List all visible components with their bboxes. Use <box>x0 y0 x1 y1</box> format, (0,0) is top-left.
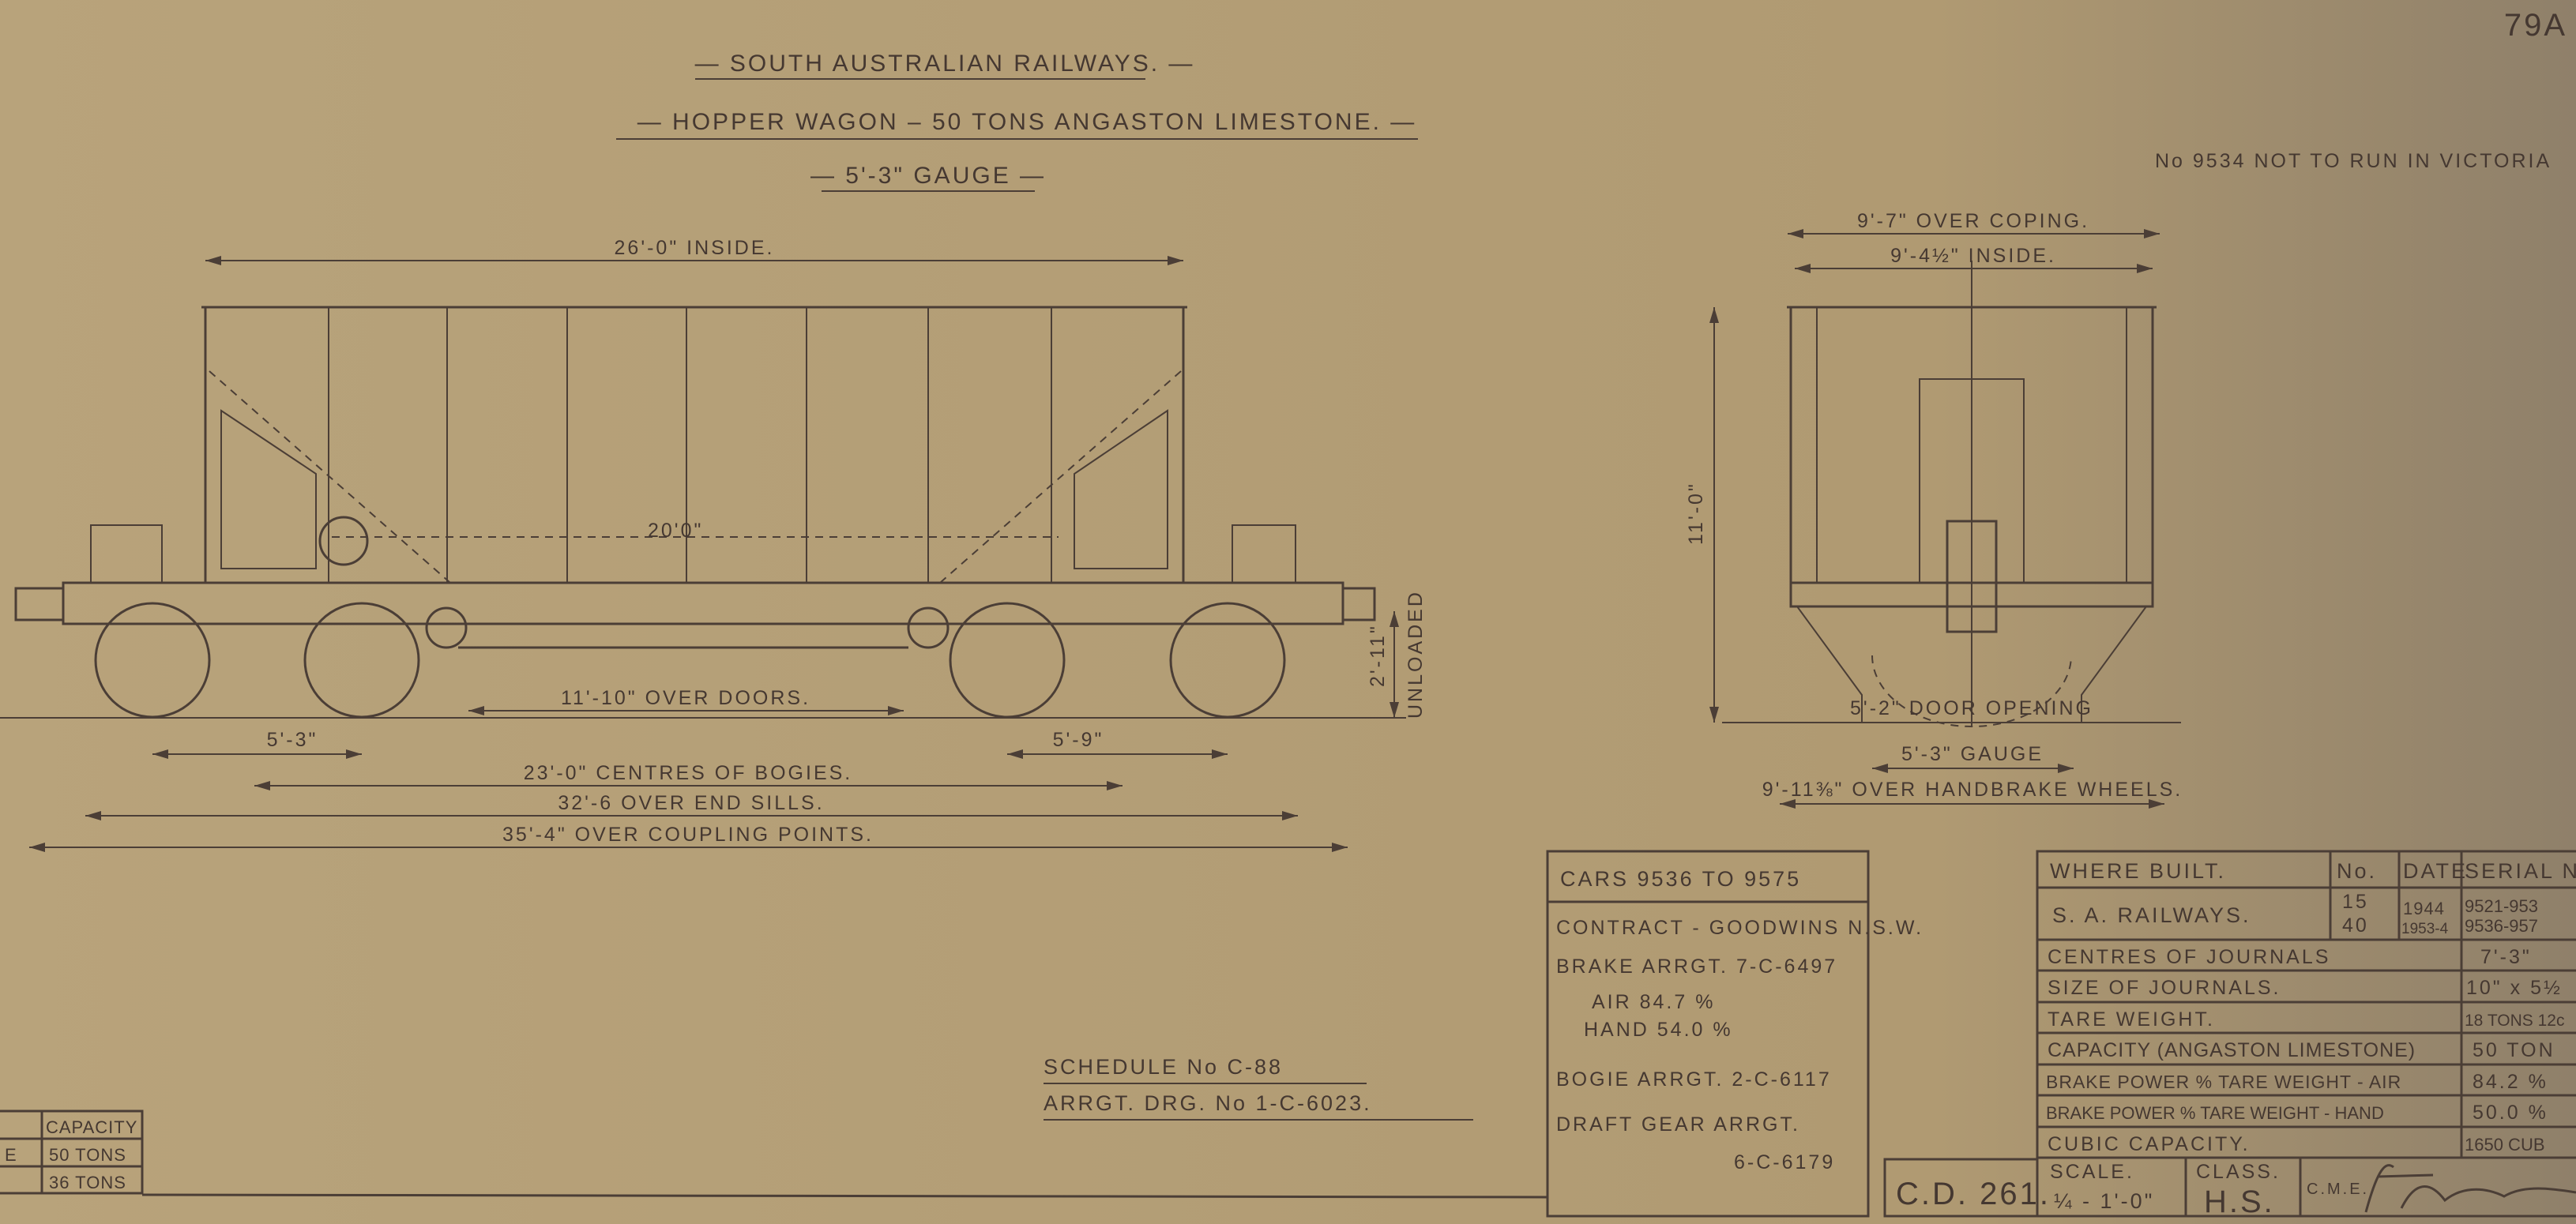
brake-air: AIR 84.7 % <box>1592 991 1715 1013</box>
spec-label: CAPACITY (ANGASTON LIMESTONE) <box>2048 1039 2416 1061</box>
schedule-reference: SCHEDULE No C-88 ARRGT. DRG. No 1-C-6023… <box>1044 1055 1473 1121</box>
capacity-table: CAPACITY E 50 TONS 36 TONS <box>0 1109 1548 1199</box>
coupler-height-note: UNLOADED <box>1405 590 1427 719</box>
built-where: S. A. RAILWAYS. <box>2052 903 2251 927</box>
built-number: 40 <box>2342 914 2369 937</box>
dim-door-length: 11'-10" OVER DOORS. <box>561 687 810 709</box>
spec-value: 84.2 % <box>2473 1071 2548 1093</box>
capacity-value: 36 TONS <box>49 1173 126 1192</box>
spec-label: BRAKE POWER % TARE WEIGHT - AIR <box>2046 1072 2401 1092</box>
coupler-left <box>14 587 65 621</box>
spec-value: 7'-3" <box>2480 946 2532 968</box>
dim-coupler-height: 2'-11" <box>1367 624 1389 687</box>
spec-label: BRAKE POWER % TARE WEIGHT - HAND <box>2046 1103 2384 1123</box>
built-serial: 9521-953 <box>2465 896 2538 916</box>
hopper-end-left <box>220 409 317 569</box>
built-serial: 9536-957 <box>2465 916 2538 936</box>
sheet-number: 79A <box>2504 8 2567 43</box>
schedule-number: SCHEDULE No C-88 <box>1044 1055 1283 1079</box>
dim-over-coping: 9'-7" OVER COPING. <box>1857 210 2089 232</box>
wagon-title: — HOPPER WAGON – 50 TONS ANGASTON LIMEST… <box>637 109 1417 135</box>
dim-end-gauge: 5'-3" GAUGE <box>1901 743 2044 765</box>
cme-label: C.M.E. <box>2307 1181 2369 1198</box>
brake-arrangement: BRAKE ARRGT. 7-C-6497 <box>1556 956 1837 978</box>
title-block: C.D. 261. WHERE BUILT. No. DATE SERIAL N… <box>1883 850 2576 1219</box>
dim-coupling-points: 35'-4" OVER COUPLING POINTS. <box>502 824 874 846</box>
dim-door-opening: 5'-2" DOOR OPENING <box>1850 697 2093 719</box>
end-elevation: 9'-7" OVER COPING. 9'-4½" INSIDE. 11'-0"… <box>1685 210 2183 809</box>
restriction-note: No 9534 NOT TO RUN IN VICTORIA <box>2155 150 2552 172</box>
draft-gear-arrangement: DRAFT GEAR ARRGT. <box>1556 1113 1800 1136</box>
header-where-built: WHERE BUILT. <box>2050 859 2226 883</box>
dim-inside-width: 9'-4½" INSIDE. <box>1890 245 2056 267</box>
class-label: CLASS. <box>2196 1161 2281 1183</box>
side-elevation: 20'0" 26'-0" INSIDE. 11'-10" OVER DOORS.… <box>0 237 1427 852</box>
scale-label: SCALE. <box>2050 1161 2134 1183</box>
scale-value: ¼ - 1'-0" <box>2054 1189 2154 1213</box>
cars-heading: CARS 9536 TO 9575 <box>1560 867 1801 891</box>
coupler-right <box>1341 587 1376 621</box>
spec-label: CENTRES OF JOURNALS <box>2048 946 2330 968</box>
contract-line: CONTRACT - GOODWINS N.S.W. <box>1556 917 1924 939</box>
brake-hand: HAND 54.0 % <box>1584 1019 1733 1041</box>
spec-value: 50 TON <box>2473 1039 2555 1061</box>
hopper-end-right <box>1074 409 1168 569</box>
hopper-length-label: 20'0" <box>648 520 703 542</box>
dim-end-height: 11'-0" <box>1685 482 1707 545</box>
cme-signature <box>2364 1164 2576 1213</box>
spec-value: 10" x 5½ <box>2466 977 2563 999</box>
header-date: DATE <box>2403 859 2468 883</box>
built-date: 1944 <box>2403 899 2445 918</box>
arrangement-drawing: ARRGT. DRG. No 1-C-6023. <box>1044 1091 1372 1115</box>
spec-rows: CENTRES OF JOURNALS 7'-3" SIZE OF JOURNA… <box>2046 946 2564 1155</box>
hopper-chute <box>1796 606 2147 723</box>
dim-bogie-wheelbase-left: 5'-3" <box>267 729 318 751</box>
border-line <box>141 1193 1548 1199</box>
spec-value: 18 TONS 12c <box>2465 1012 2564 1030</box>
spec-label: SIZE OF JOURNALS. <box>2048 977 2281 999</box>
class-value: H.S. <box>2204 1185 2275 1219</box>
end-headstock <box>1789 581 2154 608</box>
handbrake-wheel-icon <box>318 516 369 566</box>
spec-label: TARE WEIGHT. <box>2048 1008 2215 1031</box>
spec-label: CUBIC CAPACITY. <box>2048 1133 2251 1155</box>
railway-title: — SOUTH AUSTRALIAN RAILWAYS. — <box>695 51 1195 77</box>
dim-inside-length: 26'-0" INSIDE. <box>615 237 775 259</box>
gauge-title: — 5'-3" GAUGE — <box>810 163 1046 189</box>
header-serial: SERIAL N <box>2465 859 2576 883</box>
capacity-header: CAPACITY <box>46 1117 137 1137</box>
draft-gear-number: 6-C-6179 <box>1734 1151 1835 1173</box>
built-date: 1953-4 <box>2401 921 2449 937</box>
end-coupler <box>1946 520 1998 633</box>
drawing-number: C.D. 261. <box>1896 1177 2051 1211</box>
header-number: No. <box>2337 859 2377 883</box>
spec-value: 50.0 % <box>2473 1102 2548 1124</box>
dim-handbrake-wheels: 9'-11⅜" OVER HANDBRAKE WHEELS. <box>1762 779 2183 801</box>
drawing-header: — SOUTH AUSTRALIAN RAILWAYS. — — HOPPER … <box>616 8 2567 192</box>
dim-end-sills: 32'-6 OVER END SILLS. <box>558 792 824 814</box>
cars-box: CARS 9536 TO 9575 CONTRACT - GOODWINS N.… <box>1546 850 1924 1218</box>
brake-gear-left <box>90 524 163 584</box>
dim-bogie-wheelbase-right: 5'-9" <box>1053 729 1104 751</box>
bogie-arrangement: BOGIE ARRGT. 2-C-6117 <box>1556 1068 1832 1091</box>
capacity-row-fragment: E <box>5 1145 19 1165</box>
brake-gear-right <box>1232 524 1296 584</box>
built-number: 15 <box>2342 891 2369 913</box>
spec-value: 1650 CUB <box>2465 1135 2545 1155</box>
capacity-value: 50 TONS <box>49 1145 126 1165</box>
dim-bogie-centres: 23'-0" CENTRES OF BOGIES. <box>524 762 853 784</box>
